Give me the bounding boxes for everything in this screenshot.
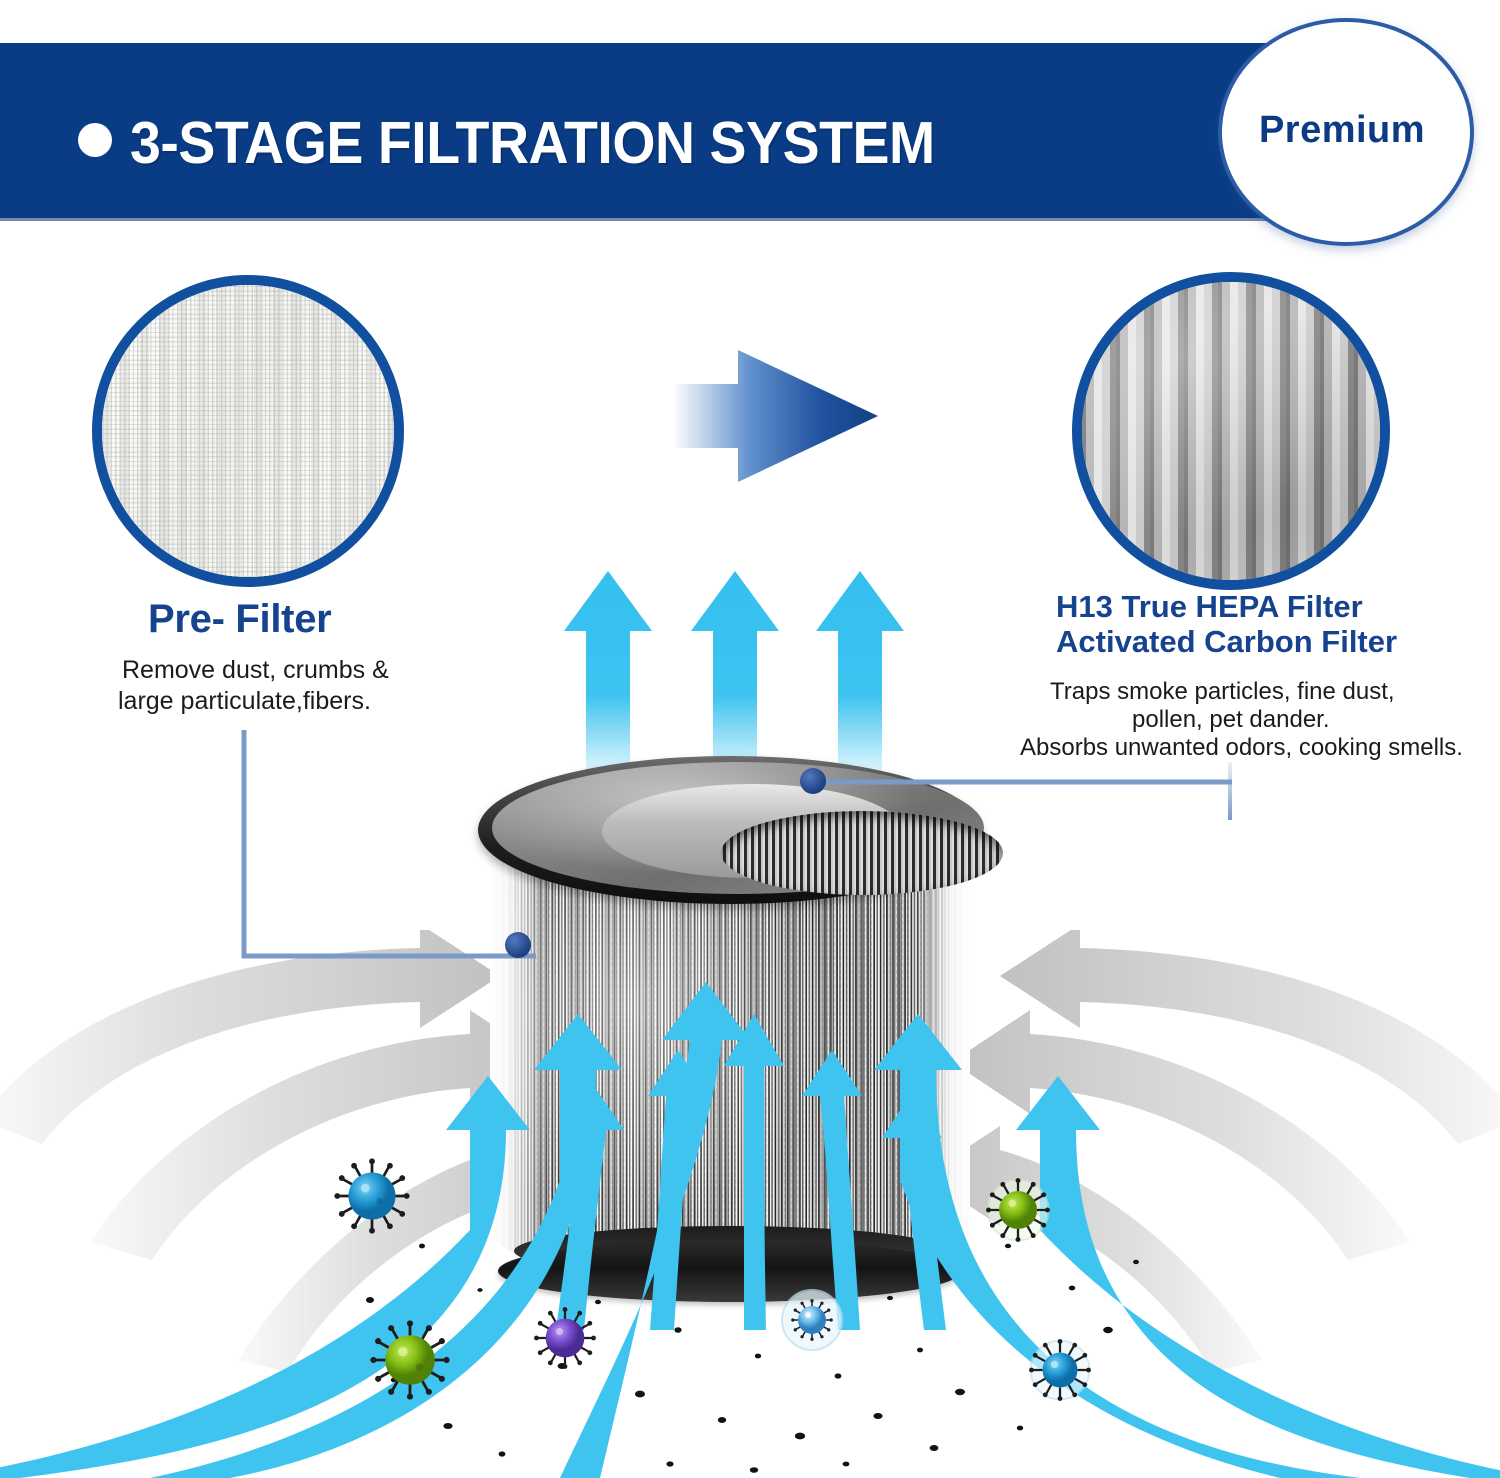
pleated-carbon-swatch	[1082, 282, 1380, 580]
clean-air-up-arrows	[564, 571, 904, 770]
hepa-description-line-3: Absorbs unwanted odors, cooking smells.	[1020, 734, 1463, 761]
dirty-air-intake-streams	[0, 982, 1500, 1478]
curved-up-arrow-icon	[874, 1014, 1360, 1478]
virus-icon	[984, 1176, 1052, 1244]
curved-up-arrow-icon	[882, 1092, 946, 1330]
curved-up-arrow-icon	[556, 1086, 624, 1330]
pre-filter-description-line-1: Remove dust, crumbs &	[122, 656, 389, 684]
pre-filter-marker-dot	[505, 932, 531, 958]
contaminant-particles	[333, 1157, 1093, 1403]
up-arrow-icon	[564, 571, 652, 770]
virus-icon	[368, 1318, 452, 1402]
pre-filter-description-line-2: large particulate,fibers.	[118, 687, 371, 715]
pre-filter-swatch-circle	[92, 275, 404, 587]
premium-badge	[1218, 18, 1474, 246]
hepa-leader-riser	[1228, 762, 1232, 820]
hepa-heading-line-1: H13 True HEPA Filter	[1056, 589, 1363, 624]
hepa-carbon-swatch-circle	[1072, 272, 1390, 590]
curved-sweep-arrow-icon	[0, 930, 500, 1144]
curved-sweep-arrow-icon	[952, 1010, 1410, 1260]
hepa-leader-line	[800, 779, 1232, 785]
curved-up-arrow-icon	[1016, 1076, 1500, 1478]
hepa-description-line-2: pollen, pet dander.	[1132, 706, 1330, 733]
page-title: 3-STAGE FILTRATION SYSTEM	[130, 110, 935, 176]
hepa-marker-dot	[800, 768, 826, 794]
mesh-fabric-swatch	[102, 285, 394, 577]
virus-icon	[1027, 1337, 1093, 1403]
up-arrow-icon	[691, 571, 779, 770]
curved-up-arrow-icon	[802, 1050, 862, 1330]
right-arrow-gradient-icon	[614, 350, 878, 482]
virus-icon	[532, 1305, 598, 1371]
pre-filter-heading: Pre- Filter	[148, 597, 332, 641]
curved-up-arrow-icon	[420, 982, 750, 1478]
filter-surface-intake-arrows	[556, 1014, 946, 1330]
curved-up-arrow-icon	[150, 1014, 622, 1478]
curved-up-arrow-icon	[648, 1050, 708, 1330]
virus-icon	[781, 1289, 843, 1351]
up-arrow-icon	[816, 571, 904, 770]
header-banner	[0, 43, 1325, 218]
bullet-dot-icon	[78, 123, 112, 157]
pre-filter-leader-line	[241, 730, 536, 959]
curved-up-arrow-icon	[0, 1076, 530, 1478]
curved-up-arrow-icon	[724, 1014, 784, 1330]
virus-icon	[333, 1157, 411, 1235]
curved-sweep-arrow-icon	[90, 1010, 548, 1260]
curved-sweep-arrow-icon	[1000, 930, 1500, 1144]
premium-badge-label: Premium	[1258, 109, 1426, 151]
filter-top-inner-ring	[602, 784, 1003, 895]
hepa-heading-line-2: Activated Carbon Filter	[1056, 624, 1398, 659]
filter-pleat-well	[721, 811, 1003, 895]
hepa-description-line-1: Traps smoke particles, fine dust,	[1050, 678, 1395, 705]
